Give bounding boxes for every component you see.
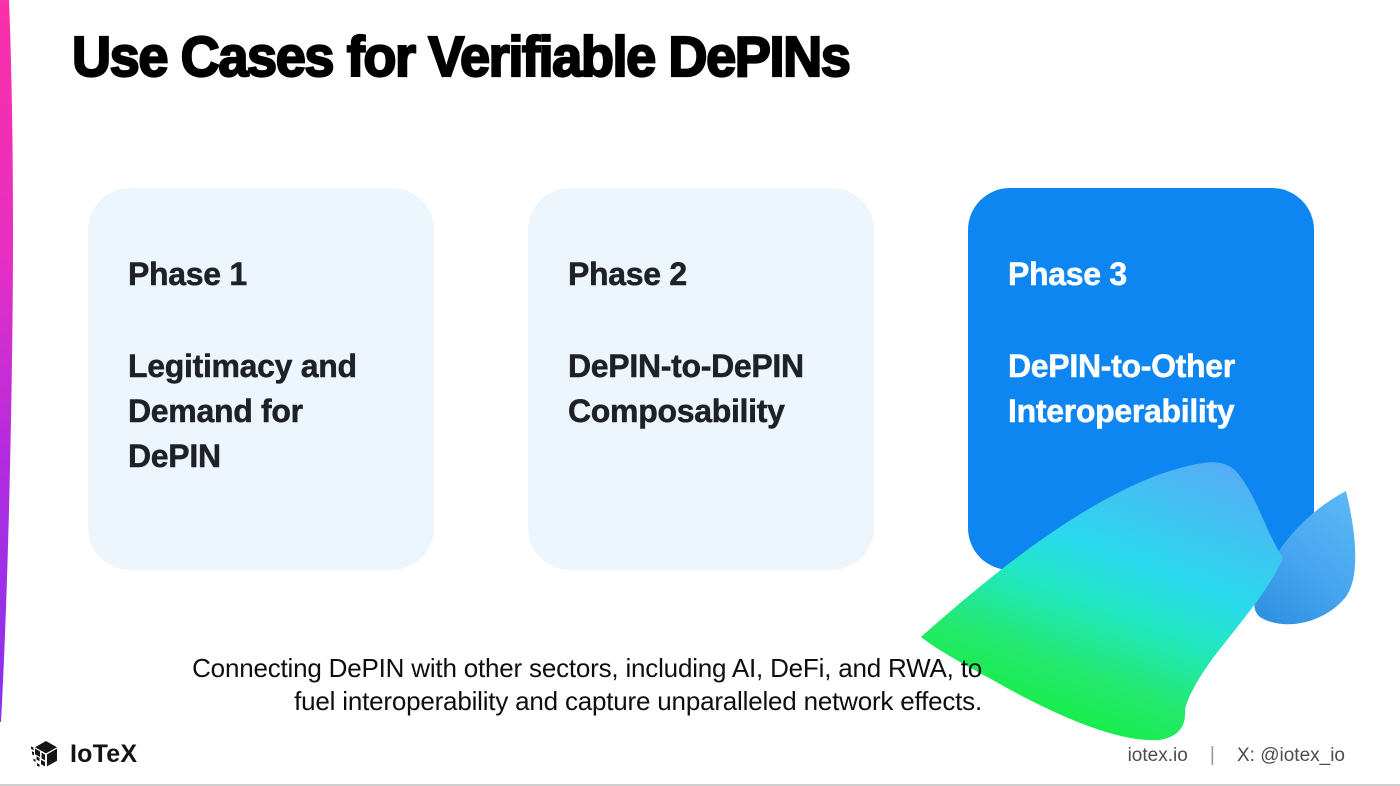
- phase-cards-row: Phase 1 Legitimacy and Demand for DePIN …: [88, 188, 1314, 570]
- phase-2-card: Phase 2 DePIN-to-DePIN Composability: [528, 188, 874, 570]
- footer-website: iotex.io: [1127, 744, 1188, 766]
- footer-links: iotex.io | X: @iotex_io: [1128, 744, 1345, 767]
- phase-2-description: DePIN-to-DePIN Composability: [568, 348, 805, 430]
- phase-3-description: DePIN-to-Other Interoperability: [1008, 348, 1236, 430]
- phase-3-label: Phase 3: [1008, 256, 1128, 293]
- footer-social-handle: X: @iotex_io: [1236, 744, 1345, 766]
- phase-1-label: Phase 1: [128, 256, 248, 293]
- caption: Connecting DePIN with other sectors, inc…: [192, 652, 982, 718]
- footer-brand: IoTeX: [30, 738, 137, 770]
- phase-1-card: Phase 1 Legitimacy and Demand for DePIN: [88, 188, 434, 570]
- phase-2-label: Phase 2: [568, 256, 688, 293]
- footer-separator: |: [1209, 744, 1215, 766]
- caption-line-1: Connecting DePIN with other sectors, inc…: [192, 653, 982, 683]
- iotex-cube-logo-icon: [31, 741, 57, 767]
- page-title: Use Cases for Verifiable DePINs: [71, 25, 852, 89]
- phase-3-card: Phase 3 DePIN-to-Other Interoperability: [968, 188, 1314, 570]
- phase-1-description: Legitimacy and Demand for DePIN: [128, 348, 358, 475]
- caption-line-2: fuel interoperability and capture unpara…: [294, 686, 982, 716]
- brand-wordmark: IoTeX: [70, 739, 138, 768]
